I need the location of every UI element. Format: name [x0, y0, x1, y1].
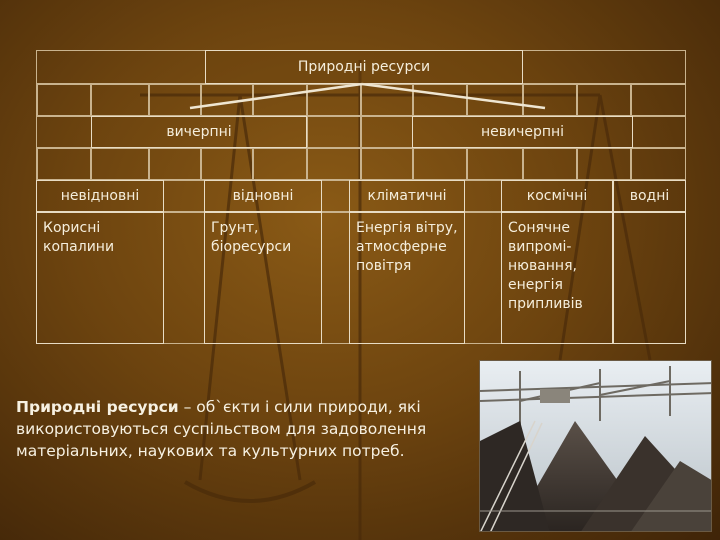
examples-climatic: Енергія вітру, атмосферне повітря — [349, 212, 465, 344]
category-label: відновні — [232, 187, 294, 204]
category-cosmic: космічні — [501, 180, 613, 212]
examples-nonrenewable: Корисні копалини — [36, 212, 164, 344]
examples-renewable: Грунт, біоресурси — [204, 212, 322, 344]
category-nonrenewable: невідновні — [36, 180, 164, 212]
root-node-label: Природні ресурси — [297, 59, 431, 75]
category-label: кліматичні — [367, 187, 447, 204]
coal-mine-illustration — [480, 361, 711, 531]
definition-term: Природні ресурси — [16, 398, 179, 416]
examples-text: Корисні копалини — [43, 220, 115, 255]
definition: Природні ресурси – об`єкти і сили природ… — [16, 396, 471, 462]
category-label: космічні — [526, 187, 588, 204]
examples-text: Сонячне випромі-нювання, енергія приплив… — [508, 220, 583, 312]
definition-text: – об`єкти і сили природи, які використов… — [16, 398, 427, 460]
branch-inexhaustible-label: невичерпні — [480, 124, 565, 140]
examples-text: Енергія вітру, атмосферне повітря — [356, 220, 458, 274]
branch-exhaustible-label: вичерпні — [166, 124, 232, 140]
coal-mine-photo — [479, 360, 712, 532]
branch-exhaustible: вичерпні — [91, 116, 307, 148]
branch-inexhaustible: невичерпні — [412, 116, 633, 148]
category-label: водні — [629, 187, 670, 204]
root-node: Природні ресурси — [205, 50, 523, 84]
examples-text: Грунт, біоресурси — [211, 220, 292, 255]
examples-water — [613, 212, 686, 344]
examples-cosmic: Сонячне випромі-нювання, енергія приплив… — [501, 212, 613, 344]
category-water: водні — [613, 180, 686, 212]
category-renewable: відновні — [204, 180, 322, 212]
category-label: невідновні — [60, 187, 140, 204]
category-climatic: кліматичні — [349, 180, 465, 212]
